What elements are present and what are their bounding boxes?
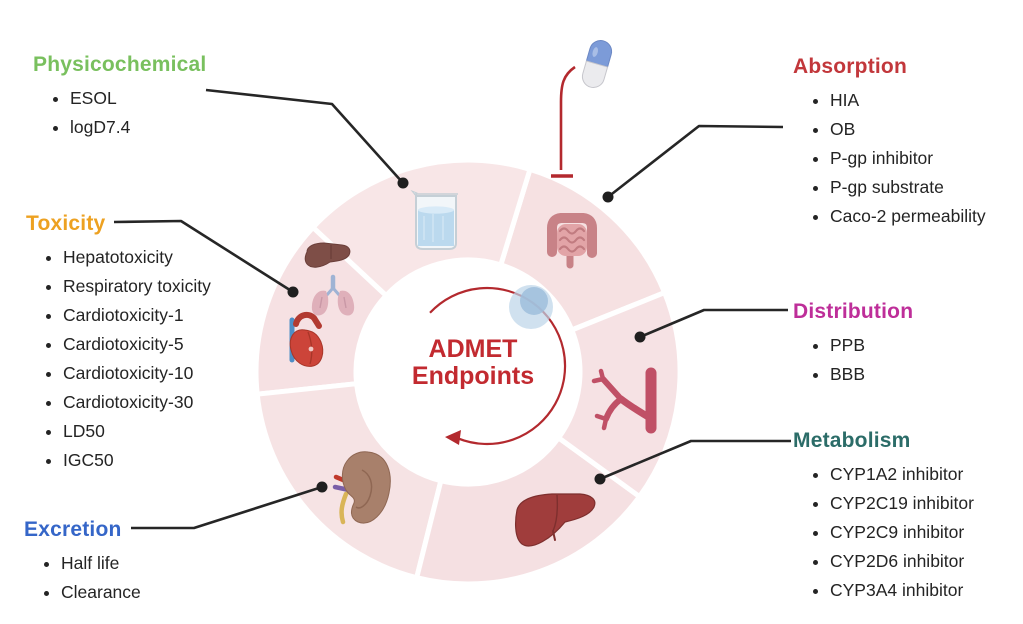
callout-line-metabolism (599, 439, 791, 481)
section-distribution: Distribution PPBBBB (793, 299, 913, 389)
list-item: CYP2C9 inhibitor (830, 518, 974, 547)
section-excretion: Excretion Half lifeClearance (24, 517, 141, 607)
callout-dot-metabolism (594, 473, 606, 485)
list-item: Half life (61, 549, 141, 578)
center-label-line1: ADMET (428, 335, 518, 363)
list-item: Caco-2 permeability (830, 202, 986, 231)
list-item: HIA (830, 86, 986, 115)
section-list-excretion: Half lifeClearance (24, 549, 141, 607)
inhibition-arrow-icon (551, 65, 576, 178)
liver-metabolism-icon (514, 493, 596, 547)
lungs-icon (311, 274, 355, 316)
section-heading-excretion: Excretion (24, 518, 122, 541)
callout-line-excretion (131, 485, 323, 530)
callout-dot-distribution (634, 331, 646, 343)
callout-dot-physicochemical (397, 177, 409, 189)
section-list-absorption: HIAOBP-gp inhibitorP-gp substrateCaco-2 … (793, 86, 986, 231)
list-item: P-gp substrate (830, 173, 986, 202)
list-item: BBB (830, 360, 913, 389)
list-item: PPB (830, 331, 913, 360)
droplet-bubble-icon (509, 285, 553, 329)
callout-line-distribution (639, 308, 788, 339)
list-item: CYP2C19 inhibitor (830, 489, 974, 518)
list-item: logD7.4 (70, 113, 206, 142)
list-item: Clearance (61, 578, 141, 607)
section-list-toxicity: HepatotoxicityRespiratory toxicityCardio… (26, 243, 211, 475)
blood-vessel-icon (591, 367, 657, 434)
section-heading-toxicity: Toxicity (26, 212, 106, 235)
callout-line-physicochemical (205, 88, 404, 184)
section-heading-distribution: Distribution (793, 300, 914, 323)
section-physicochemical: Physicochemical ESOLlogD7.4 (33, 52, 206, 142)
callout-dots (287, 177, 646, 493)
section-absorption: Absorption HIAOBP-gp inhibitorP-gp subst… (793, 54, 986, 231)
list-item: CYP1A2 inhibitor (830, 460, 974, 489)
section-list-distribution: PPBBBB (793, 331, 913, 389)
list-item: Cardiotoxicity-1 (63, 301, 211, 330)
list-item: CYP3A4 inhibitor (830, 576, 974, 605)
pill-icon (581, 40, 613, 88)
list-item: LD50 (63, 417, 211, 446)
list-item: Cardiotoxicity-10 (63, 359, 211, 388)
section-heading-physicochemical: Physicochemical (33, 53, 207, 76)
list-item: Respiratory toxicity (63, 272, 211, 301)
section-heading-absorption: Absorption (793, 55, 907, 78)
center-label-line2: Endpoints (411, 362, 535, 390)
callout-dot-excretion (316, 481, 328, 493)
beaker-icon (410, 189, 458, 250)
callout-dot-toxicity (287, 286, 299, 298)
cycle-arrow-icon (429, 286, 567, 446)
intestine-icon (547, 213, 597, 269)
list-item: OB (830, 115, 986, 144)
callout-line-toxicity (113, 219, 294, 294)
kidney-icon (332, 451, 391, 525)
heart-icon (289, 311, 324, 367)
liver-toxicity-icon (304, 242, 351, 268)
list-item: Cardiotoxicity-30 (63, 388, 211, 417)
callout-line-absorption (607, 124, 784, 199)
section-list-metabolism: CYP1A2 inhibitorCYP2C19 inhibitorCYP2C9 … (793, 460, 974, 605)
callout-lines (113, 88, 791, 530)
section-metabolism: Metabolism CYP1A2 inhibitorCYP2C19 inhib… (793, 428, 974, 605)
diagram-center-label: ADMET Endpoints (393, 336, 553, 390)
list-item: Hepatotoxicity (63, 243, 211, 272)
list-item: IGC50 (63, 446, 211, 475)
list-item: P-gp inhibitor (830, 144, 986, 173)
list-item: CYP2D6 inhibitor (830, 547, 974, 576)
section-toxicity: Toxicity HepatotoxicityRespiratory toxic… (26, 211, 211, 475)
list-item: Cardiotoxicity-5 (63, 330, 211, 359)
list-item: ESOL (70, 84, 206, 113)
section-list-physicochemical: ESOLlogD7.4 (33, 84, 206, 142)
section-heading-metabolism: Metabolism (793, 429, 911, 452)
callout-dot-absorption (602, 191, 614, 203)
